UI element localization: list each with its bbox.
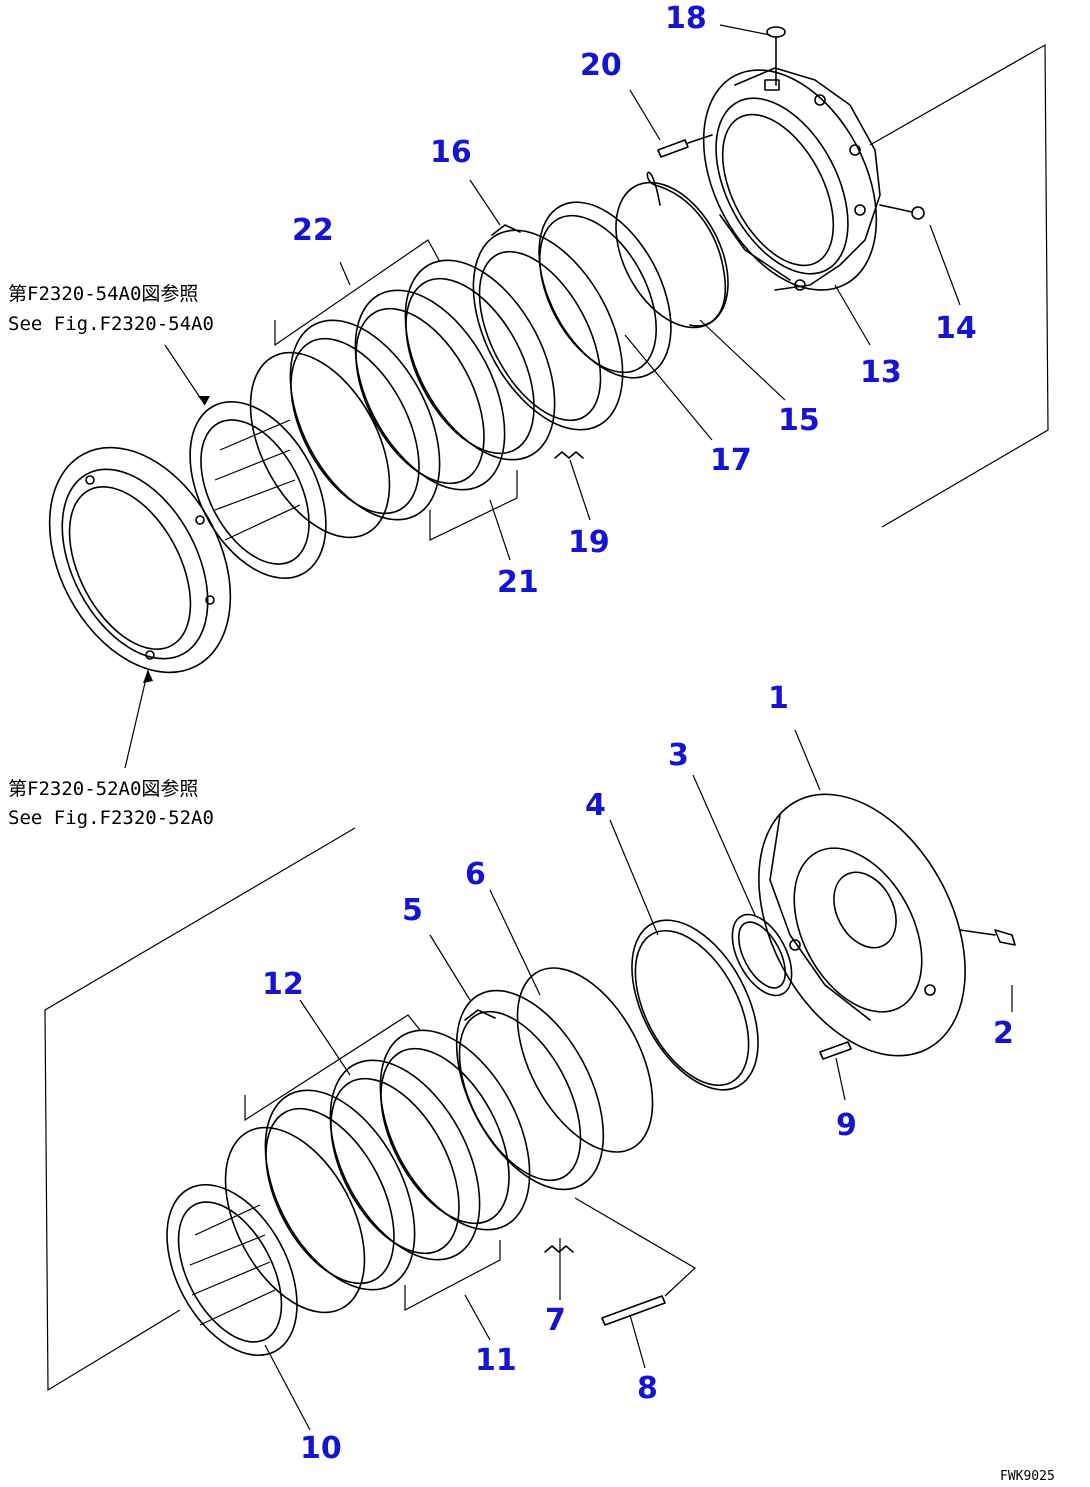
callout-4: 4 — [585, 788, 606, 823]
part-15-ring-body — [615, 181, 729, 329]
callout-18: 18 — [665, 1, 707, 36]
part-6-ring — [516, 967, 654, 1153]
callout-5: 5 — [402, 893, 423, 928]
upper-ref-jp: 第F2320-54A0図参照 — [8, 283, 198, 305]
part-13-housing — [702, 67, 881, 291]
callout-21: 21 — [497, 565, 539, 600]
part-12-plates — [224, 1014, 421, 1314]
callout-13: 13 — [860, 355, 902, 390]
callout-2: 2 — [993, 1016, 1014, 1051]
callout-14: 14 — [935, 311, 977, 346]
part-1-housing — [758, 793, 966, 1057]
part-18-bolt — [766, 26, 786, 86]
callouts: 18 20 16 22 14 13 15 17 19 21 1 3 4 6 5 … — [262, 1, 1014, 1466]
part-7-spring — [544, 1245, 574, 1253]
upper-ref-arrow — [164, 344, 206, 406]
callout-20: 20 — [580, 48, 622, 83]
lower-ref-arrowhead — [143, 670, 153, 683]
part-10-hub — [166, 1183, 298, 1357]
upper-ref-en: See Fig.F2320-54A0 — [8, 313, 214, 335]
upper-frame-line — [869, 43, 1049, 528]
lower-frame-line — [44, 827, 356, 1392]
lower-ref-en: See Fig.F2320-52A0 — [8, 807, 214, 829]
part-2-bolt — [959, 929, 1016, 946]
callout-19: 19 — [568, 525, 610, 560]
part-16-piston — [472, 224, 624, 431]
callout-6: 6 — [465, 857, 486, 892]
part-22-plates — [249, 239, 441, 539]
callout-7: 7 — [545, 1303, 566, 1338]
leader-lines — [264, 24, 1013, 1431]
part-11-discs — [329, 1029, 531, 1311]
part-5-piston — [455, 989, 605, 1191]
upper-ref-arrowhead — [198, 396, 210, 405]
part-14-bolt — [879, 204, 925, 220]
callout-1: 1 — [768, 681, 789, 716]
lower-ref-arrow — [124, 669, 149, 769]
part-8-rod — [574, 1197, 696, 1326]
drawing-number: FWK9025 — [1000, 1469, 1055, 1484]
callout-8: 8 — [637, 1371, 658, 1406]
part-20-pin — [657, 134, 713, 158]
upper-hub — [189, 401, 327, 579]
callout-17: 17 — [710, 443, 752, 478]
part-3-ring — [731, 913, 793, 997]
reference-notes: 第F2320-54A0図参照 See Fig.F2320-54A0 第F2320… — [8, 283, 1055, 1484]
upper-drum — [48, 446, 232, 674]
callout-3: 3 — [668, 738, 689, 773]
part-19-spring — [554, 451, 584, 459]
callout-12: 12 — [262, 967, 304, 1002]
part-17-ring — [538, 201, 672, 379]
part-4-seal — [631, 919, 759, 1091]
part-9-pin — [819, 1041, 852, 1060]
part-15-snap-ring — [646, 171, 727, 327]
callout-16: 16 — [430, 135, 472, 170]
part-21-discs — [354, 259, 556, 541]
upper-assembly — [48, 26, 1049, 769]
callout-15: 15 — [778, 403, 820, 438]
lower-assembly — [44, 793, 1016, 1392]
callout-10: 10 — [300, 1431, 342, 1466]
callout-22: 22 — [292, 213, 334, 248]
callout-11: 11 — [475, 1343, 517, 1378]
callout-9: 9 — [836, 1108, 857, 1143]
lower-ref-jp: 第F2320-52A0図参照 — [8, 778, 198, 800]
